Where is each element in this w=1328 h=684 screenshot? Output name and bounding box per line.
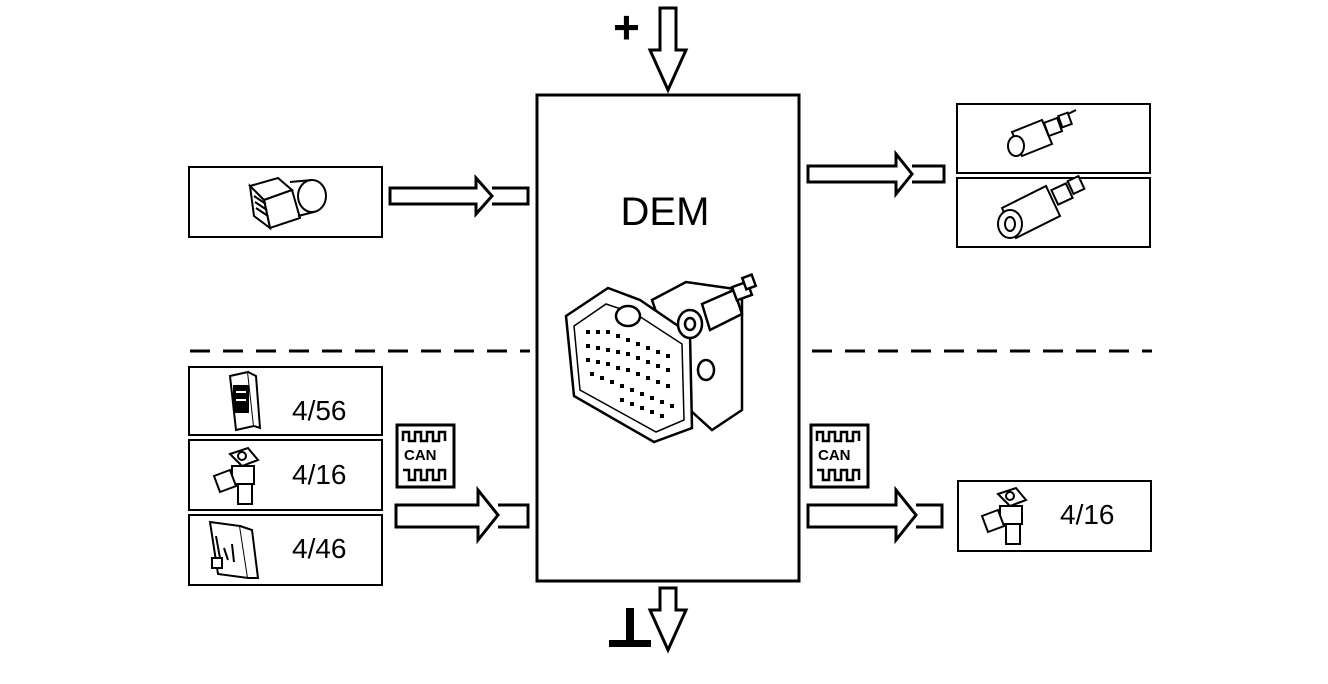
solenoid-valve-icon — [997, 174, 1086, 240]
module-code: 4/56 — [292, 395, 347, 426]
arrow-sensor-to-dem — [388, 174, 530, 218]
supply-arrow-in — [647, 6, 689, 94]
module-code: 4/16 — [292, 459, 347, 490]
arrow-dem-to-solenoids — [806, 149, 946, 199]
can-bus-label-left: CAN — [404, 447, 437, 464]
control-unit-icon — [228, 370, 262, 432]
can-input-box-1 — [188, 366, 383, 436]
sensor-bracket-icon — [212, 446, 260, 505]
module-label: DEM — [620, 190, 710, 234]
control-module-icon — [208, 520, 260, 580]
ground-symbol-icon — [609, 608, 651, 647]
ground-arrow-out — [647, 586, 689, 654]
input-sensor-box — [188, 166, 383, 238]
positive-supply-symbol: + — [613, 1, 640, 53]
can-bus-label-right: CAN — [818, 447, 851, 464]
can-bus-icon-left — [395, 423, 456, 489]
speed-sensor-icon — [248, 176, 327, 231]
module-code: 4/16 — [1060, 499, 1115, 530]
dem-control-unit-icon — [564, 273, 758, 444]
output-solenoid-box-1 — [956, 103, 1151, 174]
module-code: 4/46 — [292, 533, 347, 564]
sensor-bracket-icon — [980, 486, 1028, 545]
can-bus-icon-right — [809, 423, 870, 489]
arrow-can-out — [806, 485, 944, 545]
arrow-can-in — [394, 485, 530, 545]
solenoid-valve-icon — [1007, 109, 1077, 158]
